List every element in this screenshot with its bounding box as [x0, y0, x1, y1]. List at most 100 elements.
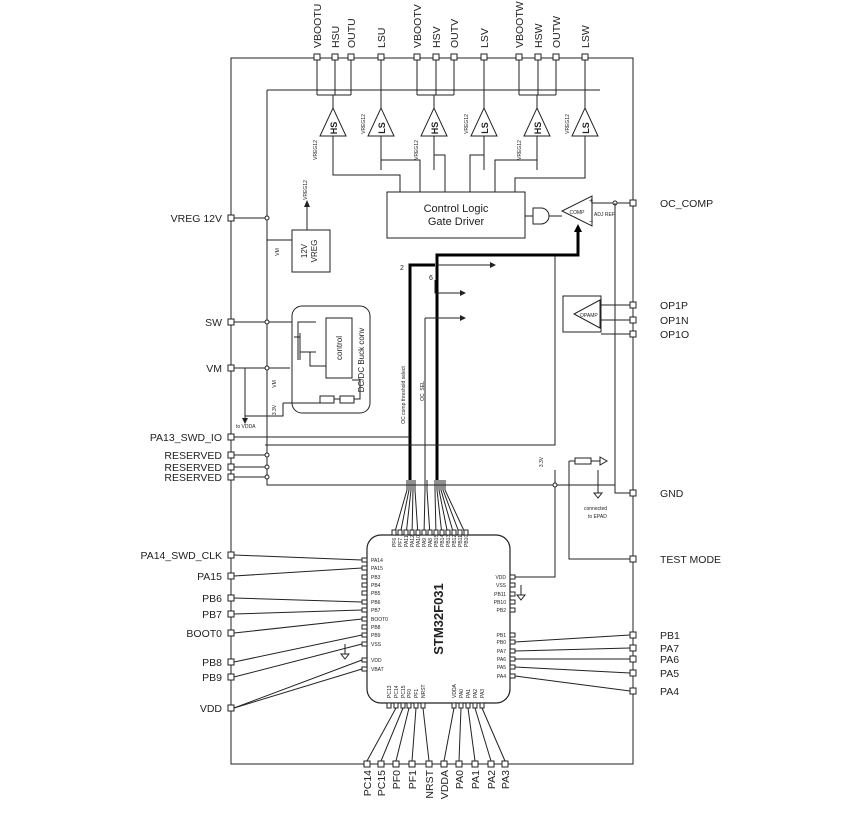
vreg-label: VREG: [310, 240, 319, 263]
opamp-icon: [572, 299, 601, 329]
vreg12-driver-label: VREG12: [414, 140, 420, 160]
bottom-pin-label: PA0: [454, 770, 466, 789]
pad-top-lsv-7: [480, 53, 488, 61]
pad-top-vbootv-4: [413, 53, 421, 61]
pad-left-pa13-swd-io-3: [227, 433, 235, 441]
bottom-pin-label: PA2: [486, 770, 498, 789]
comparator-icon: [560, 195, 593, 227]
mcu-left-pin: PB8: [371, 625, 381, 631]
pad-right-test-mode-5: [629, 555, 637, 563]
left-pin-label: RESERVED: [164, 462, 222, 474]
top-pin-label: HSW: [533, 23, 545, 48]
left-pin-label: VREG 12V: [171, 213, 222, 225]
right-pin-label: PA5: [660, 668, 679, 680]
top-pin-label: VBOOTU: [312, 4, 324, 48]
mcu-top-pin: PA10: [416, 535, 422, 547]
to-vdda-label: to VDDA: [236, 424, 256, 430]
top-pin-label: LSU: [376, 28, 388, 48]
pad-right-pa7-7: [629, 644, 637, 652]
vreg12-top-label: VREG12: [303, 180, 309, 200]
left-pin-label: PB9: [202, 672, 222, 684]
comparator-block: COMP ADJ REF + −: [532, 195, 615, 227]
pad-bottom-pf0-2: [392, 760, 400, 768]
right-pin-label: TEST MODE: [660, 554, 721, 566]
left-pin-label: PB6: [202, 593, 222, 605]
mcu-bottom-pin: PF1: [414, 689, 420, 698]
pad-left-boot0-11: [227, 629, 235, 637]
mcu-left-pin: PB4: [371, 583, 381, 589]
pad-right-op1o-3: [629, 330, 637, 338]
mcu-right-pin: PA6: [497, 657, 506, 663]
svg-text:+: +: [589, 198, 593, 205]
top-pin-label: HSV: [431, 26, 443, 48]
left-pin-label: RESERVED: [164, 472, 222, 484]
pad-bottom-pa3-9: [501, 760, 509, 768]
bottom-pin-label: PF0: [391, 770, 403, 789]
v33-right-label: 3.3V: [539, 456, 545, 467]
left-pin-label: SW: [205, 317, 222, 329]
bottom-pin-label: VDDA: [439, 770, 451, 799]
mcu-left-pin: PB7: [371, 608, 381, 614]
mcu-left-pin: PB6: [371, 600, 381, 606]
pad-left-pb7-10: [227, 610, 235, 618]
right-pin-label: OP1N: [660, 315, 689, 327]
mcu-left-pin: VSS: [371, 642, 382, 648]
pad-top-hsv-5: [432, 53, 440, 61]
pad-left-pb9-13: [227, 673, 235, 681]
vreg-12v-label: 12V: [300, 243, 309, 258]
driver-label: LS: [377, 122, 387, 134]
mcu-left-pin: VBAT: [371, 667, 384, 673]
right-pin-label: OP1P: [660, 300, 688, 312]
mcu-right-pin: PA5: [497, 665, 506, 671]
control-logic-label: Control Logic: [424, 203, 489, 215]
pad-left-pa15-8: [227, 572, 235, 580]
control-logic-block: Control Logic Gate Driver: [386, 191, 526, 239]
to-epad-label: to EPAD: [588, 514, 607, 520]
mcu-right-pin: VDD: [495, 575, 506, 581]
buck-control-label: control: [335, 336, 344, 360]
driver-label: HS: [533, 122, 543, 135]
mcu-right-pin: PB1: [497, 633, 507, 639]
bus-annotations: 2 6 OC comp threshold select OC_SEL 3.3V…: [400, 265, 607, 520]
driver-label: LS: [581, 122, 591, 134]
buck-label: DC/DC Buck conv: [357, 328, 366, 392]
mcu-top-pin: PB12: [452, 535, 458, 547]
mcu-bottom-pin: VDDA: [452, 683, 458, 698]
resistor-icon: [339, 395, 355, 404]
mcu-right-pin: PB10: [494, 600, 506, 606]
right-pin-label: OC_COMP: [660, 198, 713, 210]
top-pin-label: LSV: [479, 28, 491, 48]
pad-top-hsu-1: [331, 53, 339, 61]
mcu-left-pin: PB5: [371, 591, 381, 597]
mcu-right-pin: PA4: [497, 674, 506, 680]
pad-top-outw-10: [552, 53, 560, 61]
mcu-bottom-pin: PA0: [459, 689, 465, 698]
mcu-top-pin: PA11: [404, 535, 410, 547]
buck-control-box: [325, 317, 353, 379]
left-pin-label: PA14_SWD_CLK: [140, 550, 222, 562]
inductor-icon: [319, 395, 335, 404]
mcu-right-pin: PB0: [497, 640, 507, 646]
top-pin-label: OUTU: [346, 18, 358, 48]
mcu-top-pin: PB13: [446, 535, 452, 547]
bottom-pin-label: PC14: [362, 770, 374, 796]
mcu-left-pin: PA14: [371, 558, 383, 564]
vreg12-driver-label: VREG12: [517, 140, 523, 160]
top-pin-label: HSU: [330, 26, 342, 48]
bus-2-label: 2: [400, 265, 404, 272]
pad-left-reserved-4: [227, 451, 235, 459]
pad-right-pa6-8: [629, 655, 637, 663]
pad-left-pa14-swd-clk-7: [227, 551, 235, 559]
mcu-right-pin: VSS: [496, 583, 507, 589]
pad-bottom-nrst-4: [425, 760, 433, 768]
bottom-pin-label: PA3: [500, 770, 512, 789]
left-pin-label: VM: [206, 363, 222, 375]
opamp-label: OPAMP: [580, 313, 598, 319]
right-pin-label: OP1O: [660, 329, 689, 341]
